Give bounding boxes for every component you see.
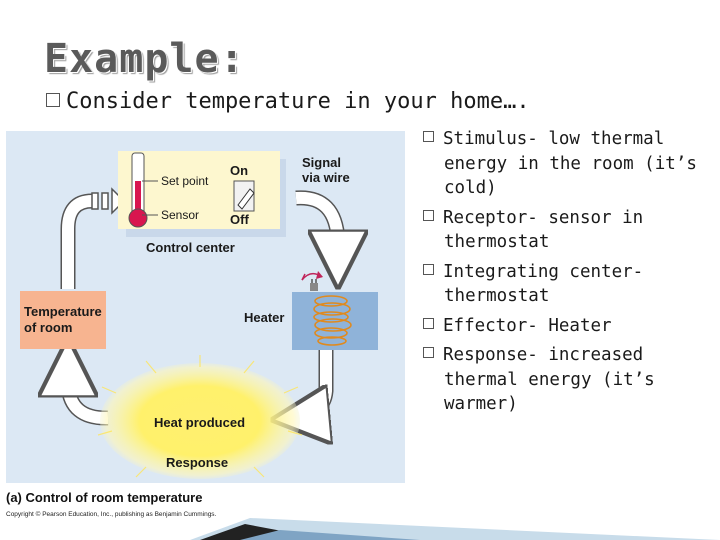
response-label: Response [166,455,228,470]
bullet-text: Response- increased thermal energy (it’s… [443,345,655,414]
off-label: Off [230,212,249,227]
temperature-label-line-2: of room [24,320,72,335]
arrow-top-left [62,195,93,289]
arrow-right-down [295,191,338,268]
switch-icon [233,180,255,212]
bullet-box-icon [423,347,434,358]
bullet-box-icon [423,131,434,142]
bullet-list: Stimulus- low thermal energy in the room… [423,127,715,422]
diagram-caption: (a) Control of room temperature [6,490,203,505]
heater-coil-icon [313,295,352,346]
footer-decoration [190,518,720,540]
sensor-label: Sensor [161,208,199,222]
bullet-text: Receptor- sensor in thermostat [443,207,644,253]
bullet-item: Effector- Heater [423,314,715,339]
slide-subtitle: Consider temperature in your home…. [46,89,530,114]
control-center-label: Control center [146,240,235,255]
signal-label-line-1: Signal [302,155,341,170]
bullet-box-icon [423,317,434,329]
bullet-text: Stimulus- low thermal energy in the room… [443,129,697,198]
plug-icon [310,279,318,291]
temperature-box [20,291,106,349]
bullet-item: Integrating center- thermostat [423,260,715,309]
signal-label-line-2: via wire [302,170,350,185]
diagram-canvas: Set point Sensor On Off Signal via wire … [20,151,378,479]
bullet-item: Stimulus- low thermal energy in the room… [423,127,715,201]
copyright-notice: Copyright © Pearson Education, Inc., pub… [6,511,217,518]
on-label: On [230,163,248,178]
thermometer-icon [128,152,158,228]
subtitle-text: Consider temperature in your home…. [66,89,530,114]
rotate-arrows-icon [301,271,323,281]
bullet-item: Receptor- sensor in thermostat [423,206,715,255]
feedback-loop-diagram: Set point Sensor On Off Signal via wire … [6,131,405,483]
arrow-left-up [68,359,109,424]
set-point-label: Set point [161,174,209,188]
temperature-label-line-1: Temperature [24,304,102,319]
bullet-box-icon [46,93,60,107]
bullet-item: Response- increased thermal energy (it’s… [423,343,715,417]
heater-label: Heater [244,310,284,325]
bullet-box-icon [423,209,434,221]
heat-produced-label: Heat produced [154,415,245,430]
heat-glow-icon [97,355,303,479]
bullet-text: Effector- Heater [443,315,612,336]
heater-panel [292,292,378,350]
bullet-box-icon [423,263,434,275]
slide-title: Example: [44,36,245,82]
bullet-text: Integrating center- thermostat [443,261,644,307]
